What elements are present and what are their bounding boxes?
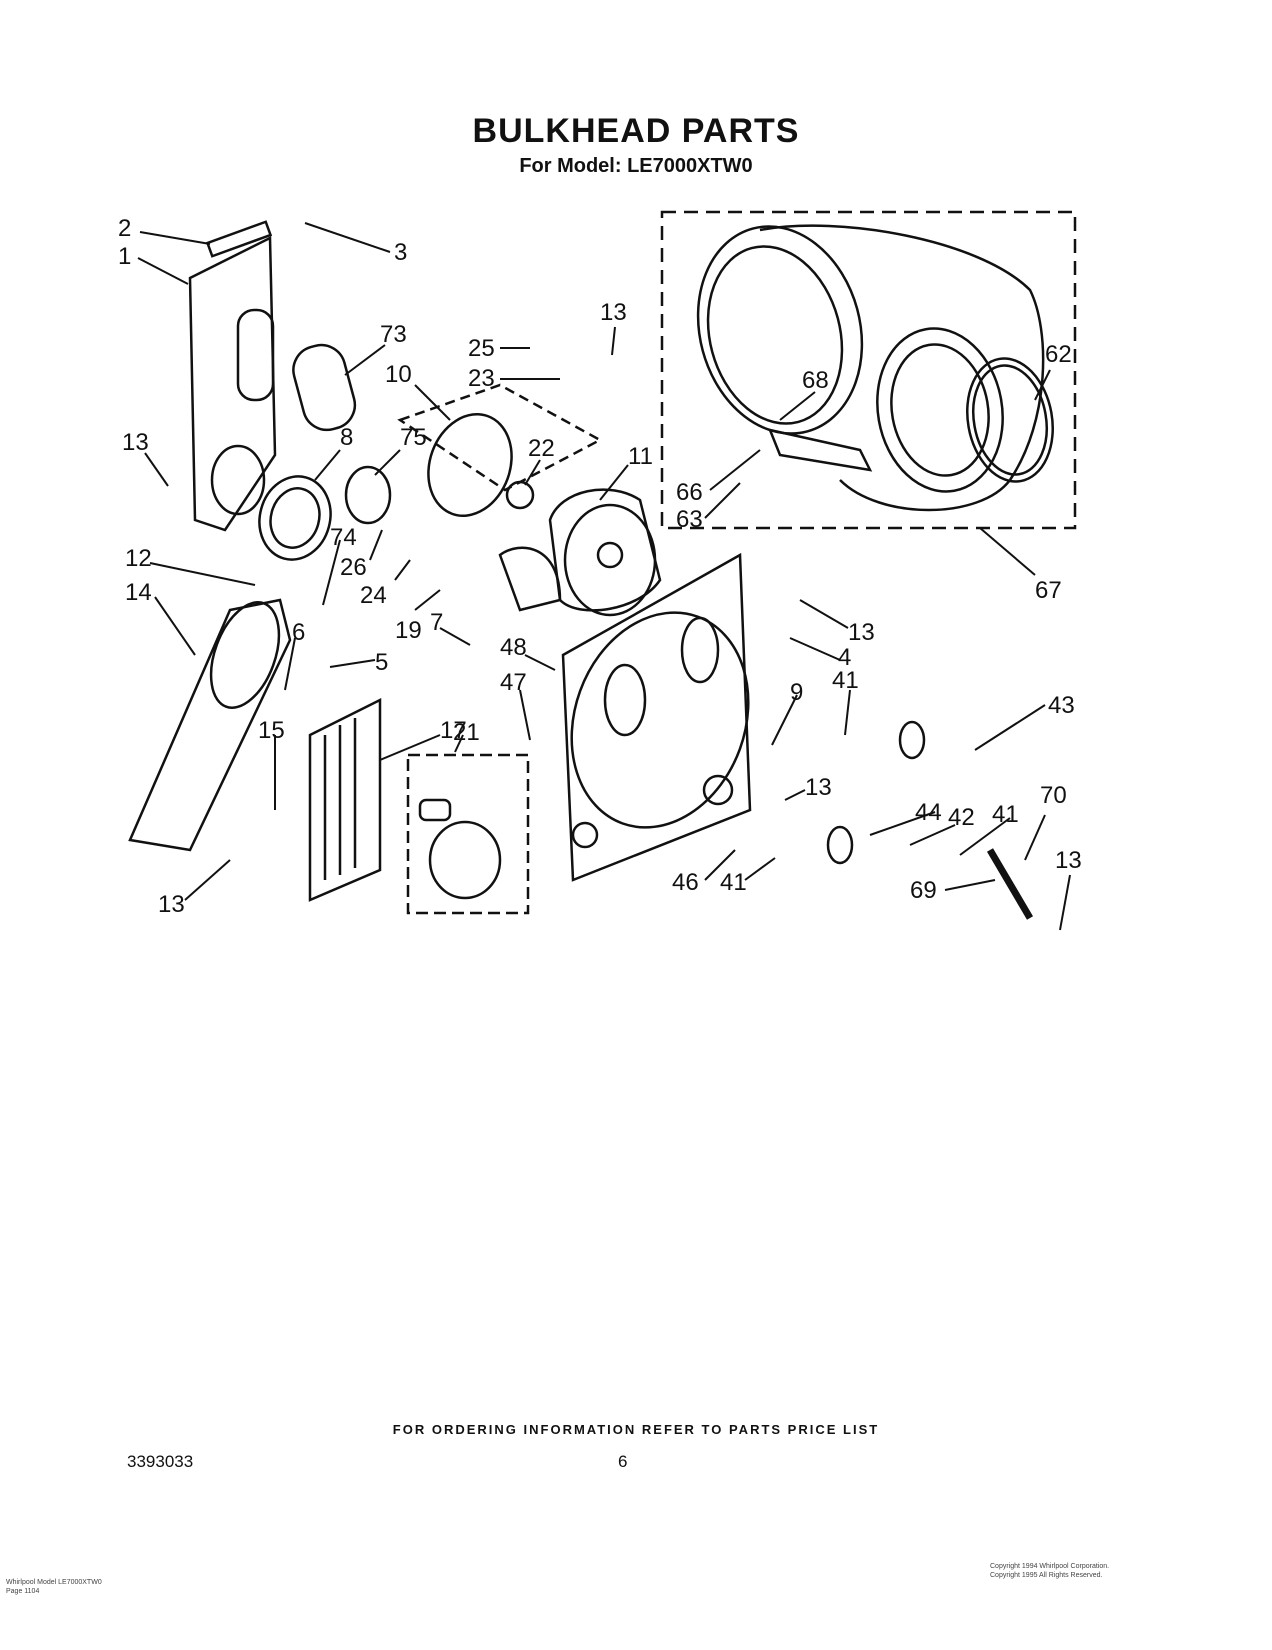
callout-11: 11 (628, 443, 653, 470)
callout-68: 68 (802, 367, 829, 394)
drum-assembly-box (660, 210, 1077, 530)
callout-73: 73 (380, 321, 407, 348)
callout-2: 2 (118, 215, 131, 242)
footer-small-left: Whirlpool Model LE7000XTW0 Page 1104 (6, 1579, 102, 1595)
page-number: 6 (618, 1452, 628, 1471)
callout-6: 6 (292, 619, 305, 646)
callout-62: 62 (1045, 341, 1072, 368)
callout-13: 13 (158, 891, 185, 918)
callout-41: 41 (720, 869, 747, 896)
callout-13: 13 (805, 774, 832, 801)
seal-73-part (292, 343, 357, 432)
callout-26: 26 (340, 554, 367, 581)
callout-24: 24 (360, 582, 387, 609)
callout-41: 41 (992, 801, 1019, 828)
kit-21-box (406, 753, 530, 915)
callout-46: 46 (672, 869, 699, 896)
model-subtitle: For Model: LE7000XTW0 (519, 155, 753, 177)
heater-element-part (308, 697, 382, 902)
front-panel-part (188, 220, 277, 532)
callout-44: 44 (915, 799, 942, 826)
callout-17: 17 (440, 717, 467, 744)
roller-44a-part (898, 720, 926, 760)
lower-panel-part (128, 598, 292, 852)
blower-wheel-part (397, 383, 603, 517)
callout-8: 8 (340, 424, 353, 451)
callout-69: 69 (910, 877, 937, 904)
callout-23: 23 (468, 365, 495, 392)
callout-9: 9 (790, 679, 803, 706)
callout-3: 3 (394, 239, 407, 266)
ordering-note: FOR ORDERING INFORMATION REFER TO PARTS … (392, 1422, 880, 1437)
roller-shaft-69-part (986, 848, 1034, 920)
footer-copyright: Copyright 1994 Whirlpool Corporation. Co… (990, 1563, 1110, 1579)
callout-74: 74 (330, 524, 357, 551)
callout-70: 70 (1040, 782, 1067, 809)
callout-63: 63 (676, 506, 703, 533)
callout-66: 66 (676, 479, 703, 506)
callout-13: 13 (600, 299, 627, 326)
callout-10: 10 (385, 361, 412, 388)
callout-48: 48 (500, 634, 527, 661)
document-number: 3393033 (127, 1452, 194, 1471)
seal-8-part (258, 475, 332, 561)
callout-12: 12 (125, 545, 152, 572)
callout-14: 14 (125, 579, 152, 606)
seal-75-part (344, 465, 392, 525)
callout-75: 75 (400, 424, 427, 451)
rear-bulkhead-part (561, 552, 752, 882)
roller-44b-part (826, 825, 854, 865)
callout-13: 13 (122, 429, 149, 456)
callout-47: 47 (500, 669, 527, 696)
callout-4: 4 (838, 644, 851, 671)
callout-42: 42 (948, 804, 975, 831)
page-title: BULKHEAD PARTS (472, 112, 800, 150)
callout-43: 43 (1048, 692, 1075, 719)
callout-7: 7 (430, 609, 443, 636)
callout-67: 67 (1035, 577, 1062, 604)
callout-1: 1 (118, 243, 131, 270)
drum-part (696, 224, 1054, 512)
callout-21: 21 (453, 719, 480, 746)
callout-13: 13 (1055, 847, 1082, 874)
callout-22: 22 (528, 435, 555, 462)
callout-5: 5 (375, 649, 388, 676)
callout-19: 19 (395, 617, 422, 644)
callout-41: 41 (832, 667, 859, 694)
callout-15: 15 (258, 717, 285, 744)
callout-13: 13 (848, 619, 875, 646)
blower-housing-part (498, 488, 662, 617)
callout-25: 25 (468, 335, 495, 362)
